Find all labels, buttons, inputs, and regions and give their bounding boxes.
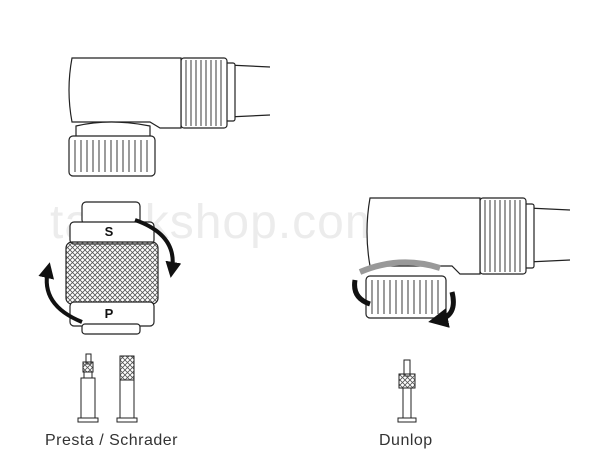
- rotate-arrow-right-icon: [134, 218, 182, 278]
- inflator-head-dunlop: [365, 197, 571, 319]
- rotate-arrow-back-icon: [358, 259, 441, 275]
- rotate-arrow-front-icon: [352, 279, 456, 320]
- inflator-head-top: [68, 57, 271, 177]
- rotate-arrow-left-icon: [38, 262, 83, 324]
- dunlop-caption: Dunlop: [379, 432, 433, 449]
- mode-p-label: P: [105, 306, 114, 321]
- presta-valve-icon: [77, 353, 99, 423]
- mode-s-label: S: [105, 224, 114, 239]
- presta-schrader-caption: Presta / Schrader: [45, 432, 178, 449]
- schrader-valve-icon: [116, 355, 138, 423]
- dunlop-valve-icon: [397, 359, 417, 423]
